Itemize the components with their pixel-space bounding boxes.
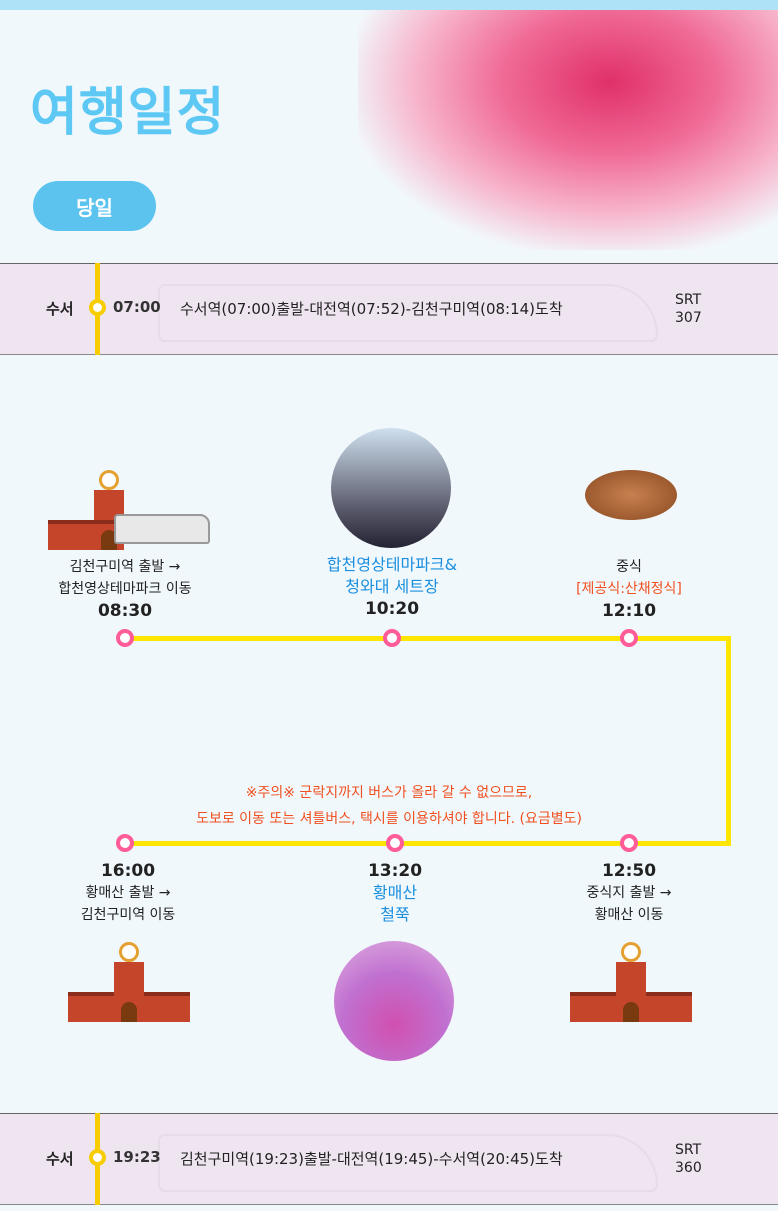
page-title: 여행일정 [30, 83, 226, 143]
notice: ※주의※ 군락지까지 버스가 올라 갈 수 없으므로,도보로 이동 또는 셔틀버… [196, 785, 582, 827]
station-building-icon [68, 942, 190, 1022]
azalea-photo [334, 941, 454, 1061]
return-train-row: 수서 19:23 김천구미역(19:23)출발-대전역(19:45)-수서역(2… [0, 1113, 778, 1205]
station: 수서 [46, 300, 74, 318]
departure-time: 07:00 [113, 298, 161, 316]
route: 수서역(07:00)출발-대전역(07:52)-김천구미역(08:14)도착 [180, 300, 563, 318]
day-tab[interactable]: 당일 [33, 181, 156, 231]
timeline-dot [386, 834, 404, 852]
train-number: 360 [675, 1160, 702, 1176]
route: 김천구미역(19:23)출발-대전역(19:45)-수서역(20:45)도착 [180, 1150, 563, 1168]
stop-3: 중식[제공식:산채정식]12:10 [576, 559, 682, 621]
train-number: 307 [675, 310, 702, 326]
station-building-icon [570, 942, 692, 1022]
timeline-dot [620, 834, 638, 852]
train-type: SRT [675, 292, 702, 308]
train-type: SRT [675, 1142, 702, 1158]
timeline-dot [620, 629, 638, 647]
theme-park-photo [331, 428, 451, 548]
departure-time: 19:23 [113, 1148, 161, 1166]
meal-table-icon [585, 470, 677, 520]
outbound-train-row: 수서 07:00 수서역(07:00)출발-대전역(07:52)-김천구미역(0… [0, 263, 778, 355]
top-strip [0, 0, 778, 10]
timeline-dot [116, 629, 134, 647]
station-bus-icon [48, 470, 210, 550]
station: 수서 [46, 1150, 74, 1168]
timeline-dot [116, 834, 134, 852]
timeline-dot [383, 629, 401, 647]
azalea-hero-image [358, 10, 778, 250]
